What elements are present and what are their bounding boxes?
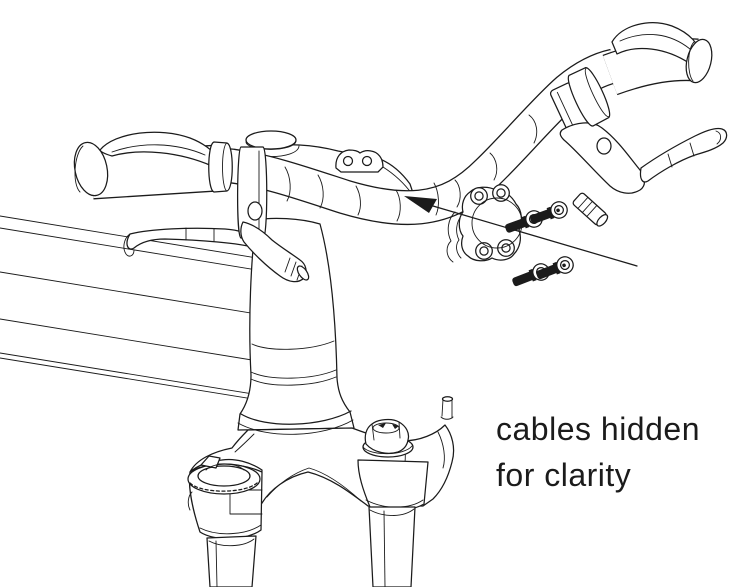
preload-adjuster-dial xyxy=(187,455,261,495)
right-lever-reservoir-barrel xyxy=(572,192,609,227)
left-lever-pivot xyxy=(247,201,263,221)
right-stanchion xyxy=(368,506,416,587)
right-grip-lock-collar xyxy=(567,67,611,127)
left-grip-tube-fill xyxy=(90,145,220,199)
arrow-shaft xyxy=(432,205,638,267)
stem-clamp-ears xyxy=(335,149,384,173)
bench-edge-line xyxy=(0,318,296,368)
left-brake-lever xyxy=(123,146,310,283)
pointer-arrow xyxy=(404,196,638,267)
clamp-bolts xyxy=(505,201,574,287)
right-lever-body xyxy=(559,122,646,194)
clamp-bolt xyxy=(530,201,568,224)
bench-edge-line xyxy=(0,227,301,278)
crown-hose-guide-post xyxy=(440,396,454,420)
headset-bearing-band xyxy=(237,410,354,435)
stem-ear-bolt-hole xyxy=(361,155,373,167)
right-grip xyxy=(567,22,713,127)
annotation-line-2: for clarity xyxy=(496,457,631,493)
right-grip-end-cap xyxy=(685,38,713,84)
faceplate-bolt-hole xyxy=(501,243,511,253)
left-stanchion-lines xyxy=(208,538,255,587)
annotation-line-1: cables hidden xyxy=(496,411,700,447)
fork-steerer-tube xyxy=(237,217,355,431)
bench-edge-line xyxy=(0,357,291,406)
arrowhead-icon xyxy=(404,196,437,213)
faceplate-bolt-hole xyxy=(496,188,506,198)
right-stanchion-lines xyxy=(369,508,415,587)
left-stanchion xyxy=(206,535,257,587)
left-grip xyxy=(73,131,233,200)
right-fork-leg xyxy=(357,418,429,587)
steerer-seam-lines xyxy=(250,340,337,386)
compression-adjuster-dial xyxy=(362,418,414,458)
left-grip-lock-collar xyxy=(208,141,233,193)
right-lever-sight-window xyxy=(596,137,612,155)
stem-ear-bolt-hole xyxy=(342,155,354,167)
clamp-bolt xyxy=(536,256,574,280)
stem-faceplate xyxy=(458,184,523,262)
stem-cradle-edge-lines xyxy=(446,211,463,263)
workbench-edge-lines xyxy=(0,215,301,406)
left-lever-reservoir-barrel xyxy=(284,257,310,281)
bench-edge-line xyxy=(0,352,291,401)
right-grip-tube-fill xyxy=(603,39,699,95)
faceplate-bolt-hole xyxy=(474,191,484,201)
faceplate-bolt-hole xyxy=(479,246,489,256)
right-lever-blade xyxy=(639,127,728,183)
annotation-text: cables hidden for clarity xyxy=(496,411,700,493)
left-fork-leg xyxy=(187,455,263,587)
left-lever-blade xyxy=(126,227,257,250)
right-brake-lever xyxy=(549,82,728,227)
